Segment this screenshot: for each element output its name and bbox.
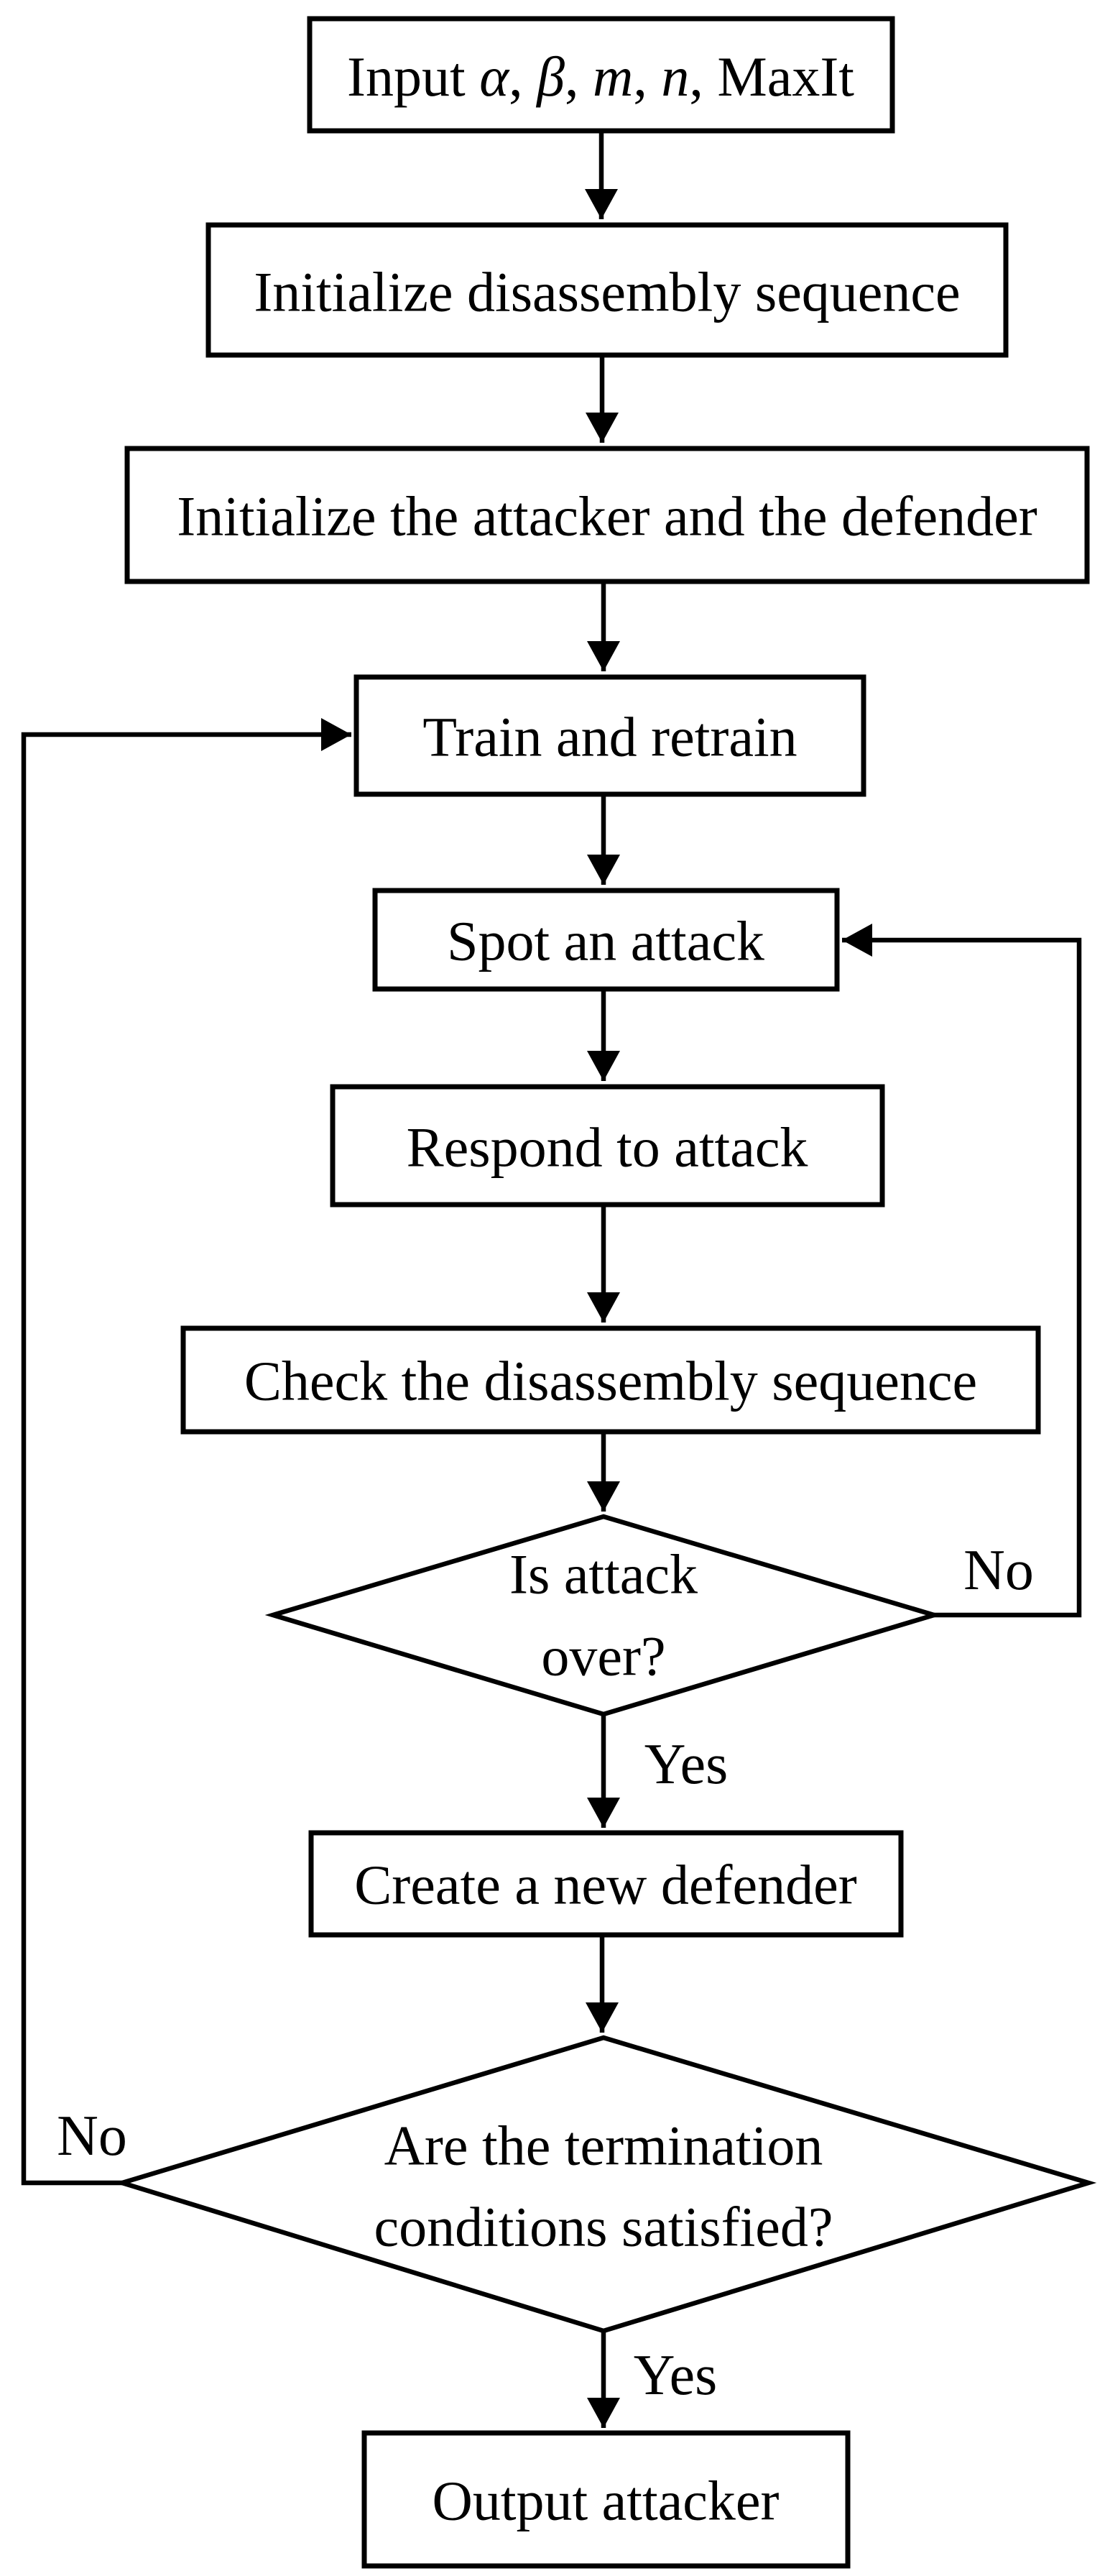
node-initialize-sequence: Initialize disassembly sequence <box>205 222 1009 358</box>
node-termination-diamond <box>114 2035 1097 2334</box>
node-attack-over-decision: Is attack over? <box>264 1514 943 1717</box>
input-label-part: Input <box>347 45 479 108</box>
node-input: Input α, β, m, n, MaxIt <box>307 16 895 134</box>
node-respond-attack-label: Respond to attack <box>407 1116 808 1179</box>
node-output-label: Output attacker <box>433 2470 780 2532</box>
node-termination-line1: Are the termination <box>384 2115 823 2177</box>
node-train: Train and retrain <box>353 674 866 797</box>
node-attack-over-line2: over? <box>541 1625 665 1688</box>
input-var-alpha: α <box>479 45 510 108</box>
input-label-part: , <box>633 45 661 108</box>
node-spot-attack-box <box>372 888 840 992</box>
label-attack-over-no: No <box>963 1539 1034 1602</box>
node-output: Output attacker <box>361 2430 851 2569</box>
label-termination-no: No <box>57 2104 127 2168</box>
input-label-part: , MaxIt <box>689 45 854 108</box>
node-initialize-attacker-defender-box <box>124 446 1090 584</box>
node-attack-over-line1: Is attack <box>509 1543 698 1606</box>
input-label-part: , <box>509 45 537 108</box>
edges <box>21 131 1082 2428</box>
node-attack-over-diamond <box>264 1514 943 1717</box>
node-train-label: Train and retrain <box>422 706 797 768</box>
edge-termination-no-loop-to-train <box>21 718 351 2186</box>
node-check-sequence: Check the disassembly sequence <box>180 1325 1041 1435</box>
node-check-sequence-box <box>180 1325 1041 1435</box>
node-initialize-sequence-box <box>205 222 1009 358</box>
edge-attack-over-no-loop-to-spot <box>842 924 1082 1618</box>
label-termination-yes: Yes <box>634 2344 717 2407</box>
node-input-label: Input α, β, m, n, MaxIt <box>347 45 854 108</box>
input-var-n: n <box>661 45 689 108</box>
node-create-defender-label: Create a new defender <box>354 1854 856 1916</box>
input-var-m: m <box>593 45 633 108</box>
node-output-box <box>361 2430 851 2569</box>
node-create-defender-box <box>308 1830 904 1938</box>
node-create-defender: Create a new defender <box>308 1830 904 1938</box>
node-termination-line2: conditions satisfied? <box>374 2196 833 2258</box>
edge-labels: Yes No Yes No <box>57 1539 1034 2407</box>
node-train-box <box>353 674 866 797</box>
node-initialize-attacker-defender-label: Initialize the attacker and the defender <box>177 485 1037 548</box>
node-spot-attack-label: Spot an attack <box>447 910 764 972</box>
node-respond-attack-box <box>330 1084 885 1208</box>
label-attack-over-yes: Yes <box>644 1733 728 1796</box>
input-var-beta: β <box>535 45 565 108</box>
node-spot-attack: Spot an attack <box>372 888 840 992</box>
node-check-sequence-label: Check the disassembly sequence <box>244 1350 977 1412</box>
input-label-part: , <box>565 45 593 108</box>
node-respond-attack: Respond to attack <box>330 1084 885 1208</box>
node-termination-decision: Are the termination conditions satisfied… <box>114 2035 1097 2334</box>
node-initialize-sequence-label: Initialize disassembly sequence <box>254 261 960 323</box>
node-input-box <box>307 16 895 134</box>
node-initialize-attacker-defender: Initialize the attacker and the defender <box>124 446 1090 584</box>
